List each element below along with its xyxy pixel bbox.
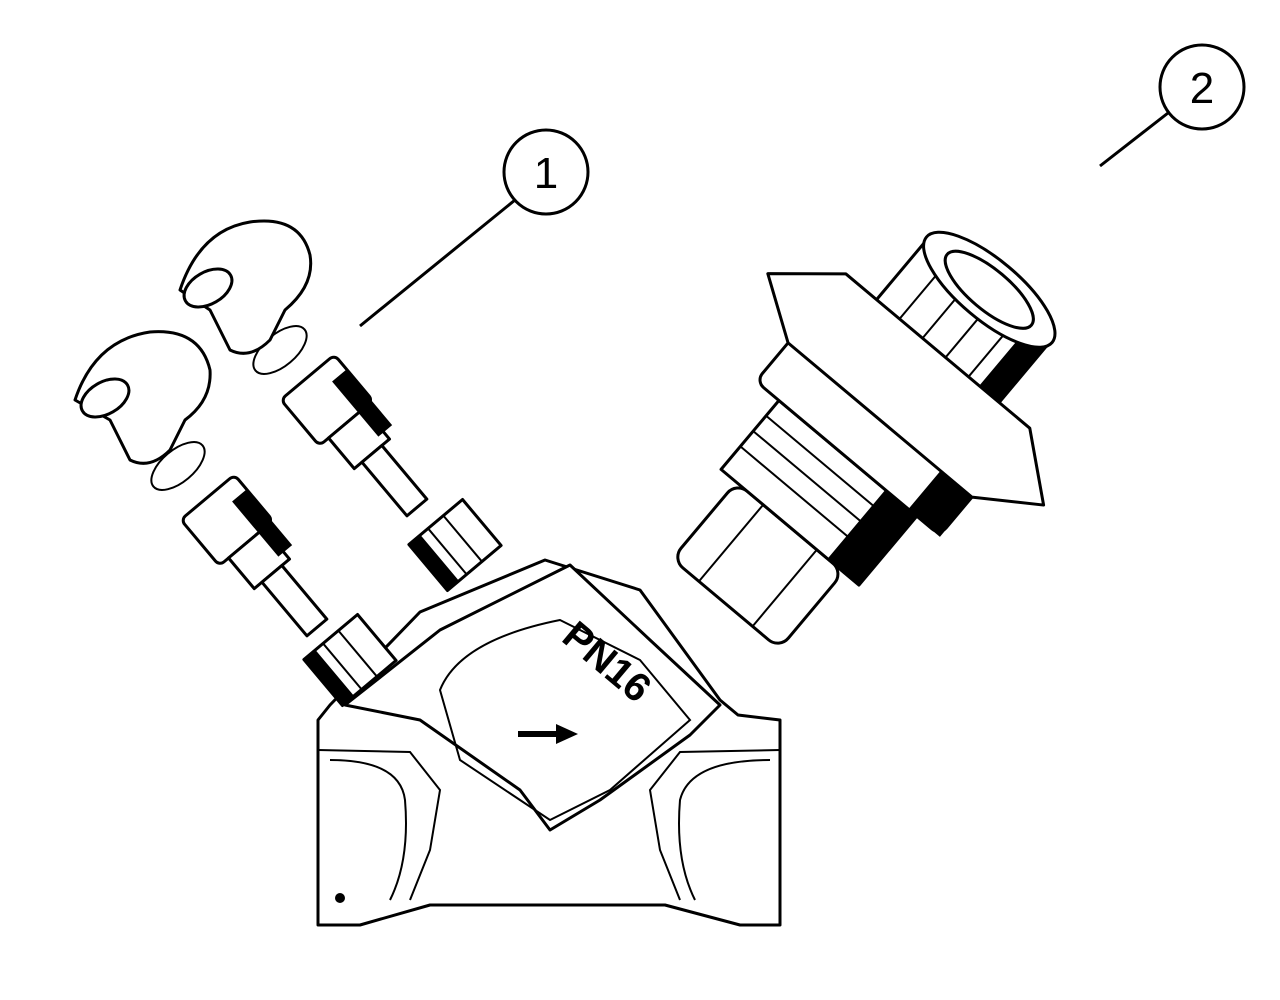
body-port-right [407,498,503,592]
scale-ring [766,272,1046,507]
body-port-left [302,613,398,707]
protective-cap-upper [178,219,313,355]
drain-hole [335,893,345,903]
handwheel-valve-insert [676,230,1057,645]
callout-2-label: 2 [1190,64,1214,113]
leader-line-1 [359,198,516,328]
leader-line-2 [1099,111,1169,168]
valve-body: PN16 [316,558,782,927]
callout-1-label: 1 [534,149,558,198]
callout-2: 2 [1099,43,1246,168]
protective-cap-lower [73,330,212,465]
test-point-nipple-upper [281,355,429,518]
callout-1: 1 [359,128,590,328]
test-point-nipple-lower [181,475,329,638]
arrow-right-icon [518,724,578,744]
